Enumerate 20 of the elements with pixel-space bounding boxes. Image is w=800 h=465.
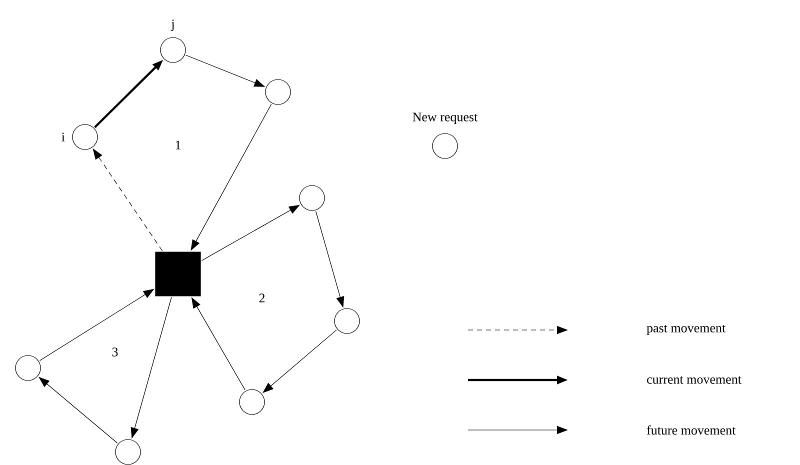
route-number: 3: [112, 348, 118, 356]
request-circle: [334, 308, 360, 334]
depot-square: [155, 252, 201, 296]
request-circle: [15, 355, 41, 381]
request-circle: [299, 185, 325, 211]
route-number: 2: [259, 294, 265, 302]
request-circle: [432, 133, 458, 159]
node-label: i: [62, 132, 65, 142]
request-circle: [72, 124, 98, 150]
node-label: j: [170, 20, 174, 31]
legend-label: future movement: [646, 425, 736, 435]
legend-label: past movement: [646, 324, 726, 336]
route-number: 1: [176, 140, 180, 150]
request-circle: [115, 439, 141, 465]
request-circle: [239, 389, 265, 415]
request-circle: [160, 37, 186, 63]
node-label: New request: [412, 112, 478, 124]
request-circle: [265, 79, 291, 105]
arrow: [201, 204, 300, 261]
legend-label: current movement: [647, 376, 742, 384]
